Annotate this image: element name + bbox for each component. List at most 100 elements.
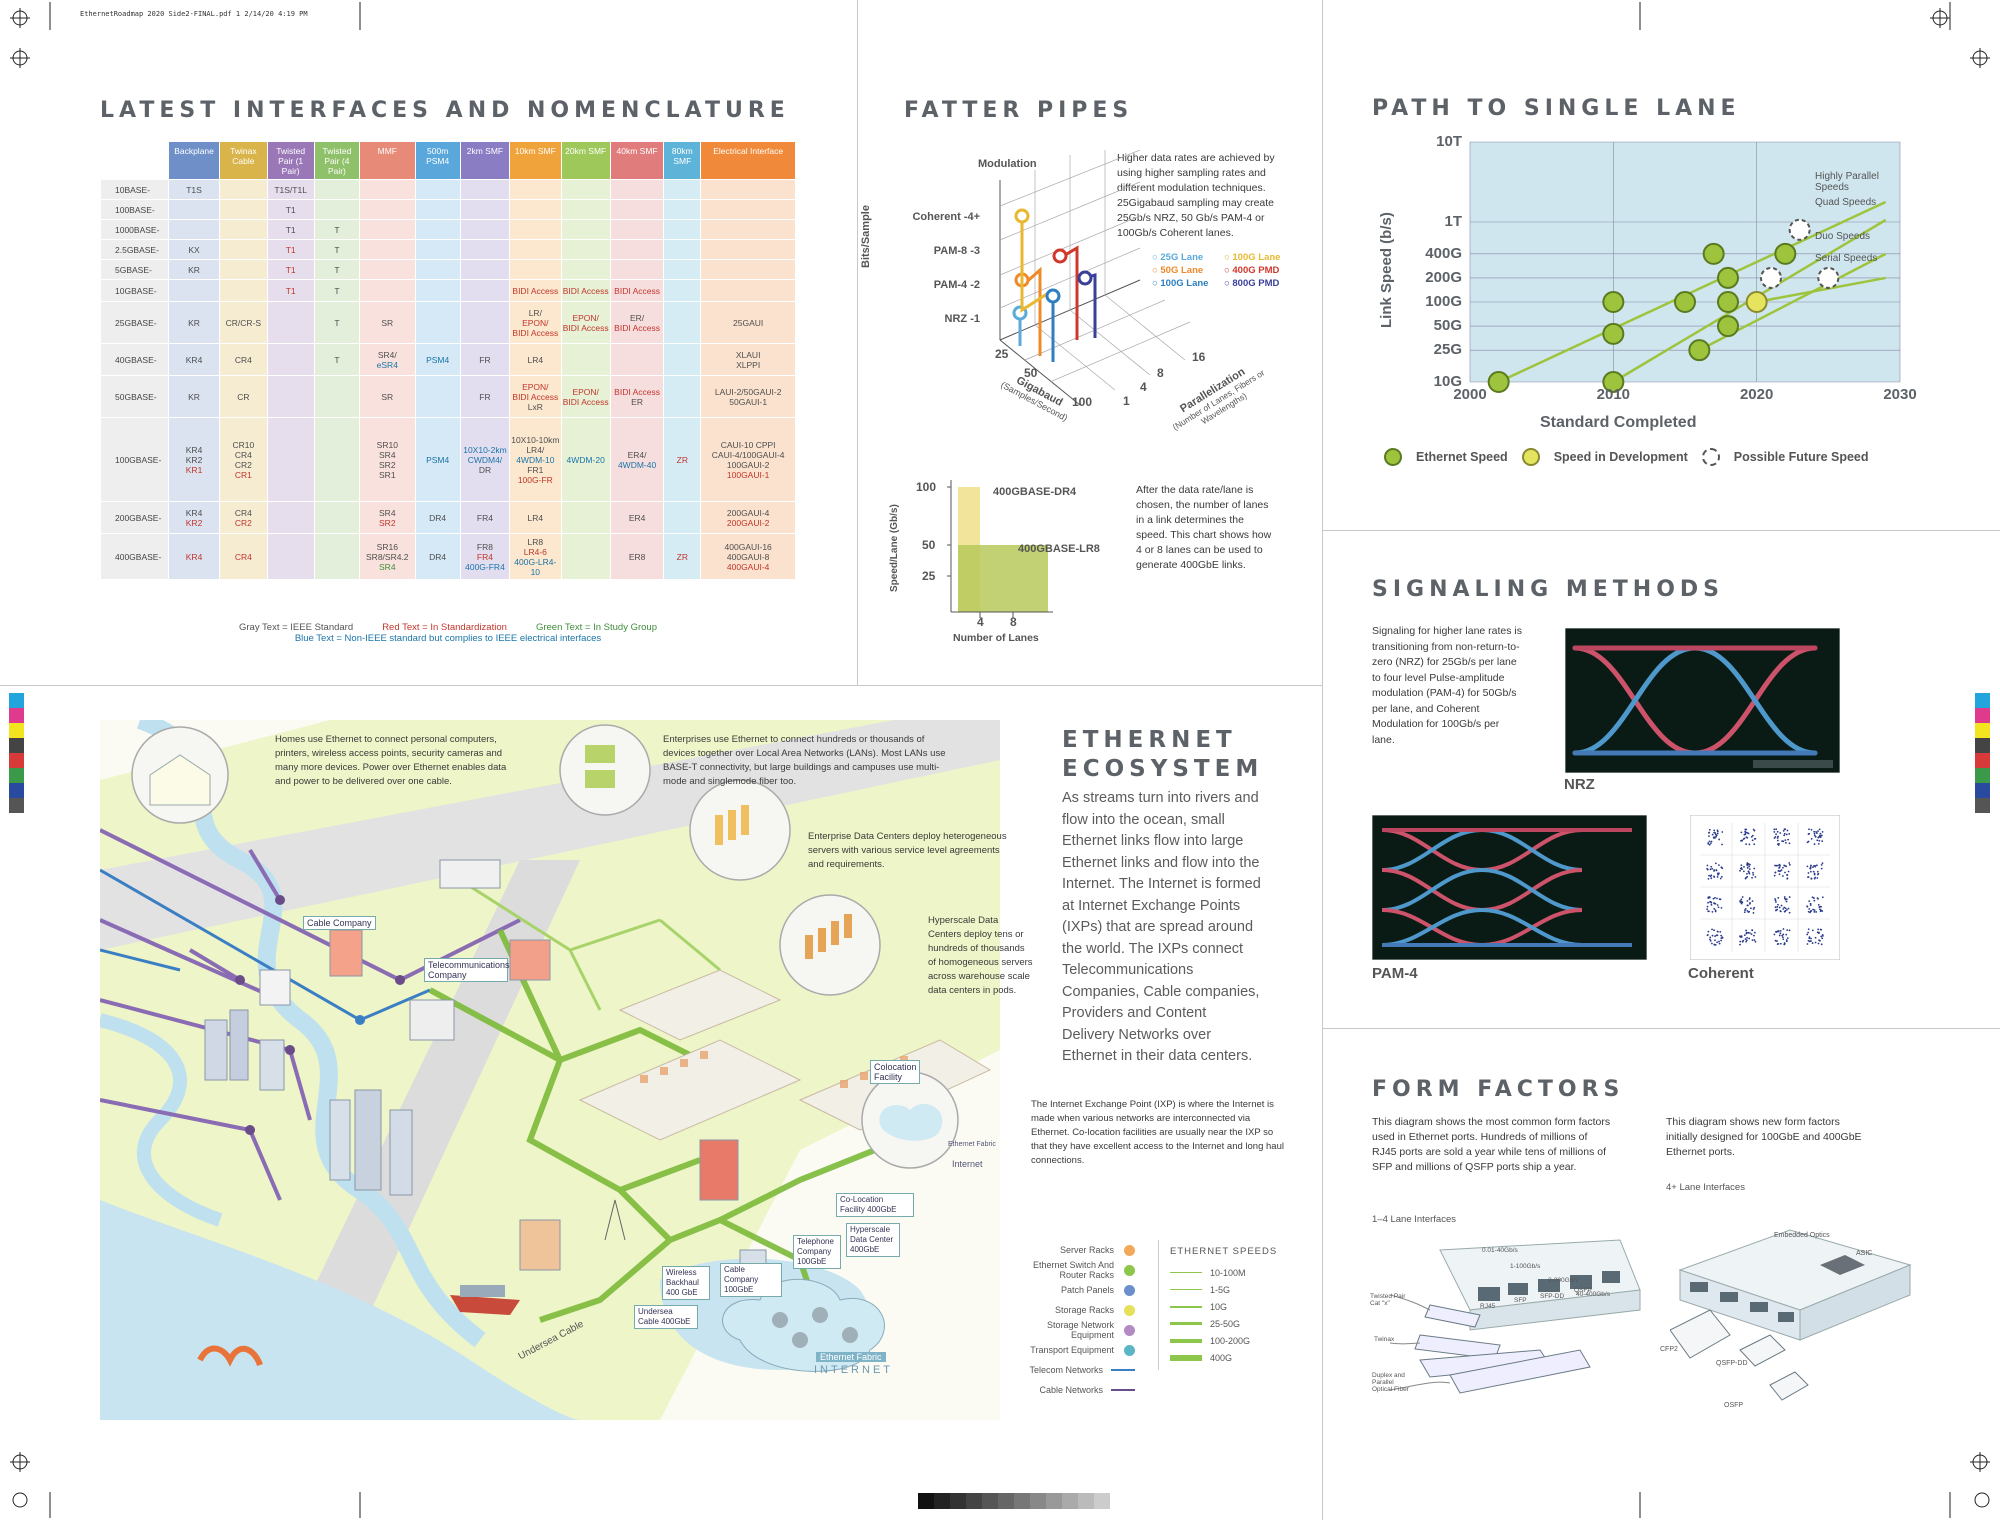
table-cell bbox=[509, 239, 562, 260]
constellation-dot bbox=[1816, 839, 1819, 842]
lane-legend-item: ○ 50G Lane bbox=[1152, 265, 1204, 276]
table-cell: BIDI Access bbox=[609, 279, 665, 302]
constellation-dot bbox=[1814, 936, 1817, 939]
constellation-dot bbox=[1818, 839, 1821, 842]
table-cell bbox=[313, 533, 361, 580]
constellation-dot bbox=[1781, 934, 1784, 937]
cell-value: SR bbox=[381, 391, 394, 402]
ethernet-speed-point bbox=[1717, 291, 1739, 313]
cell-value: CR4 bbox=[234, 507, 252, 518]
constellation-dot bbox=[1816, 870, 1819, 873]
constellation-dot bbox=[1713, 876, 1716, 878]
cell-value: BIDI Access bbox=[562, 285, 609, 296]
constellation-dot bbox=[1739, 940, 1742, 943]
modulation-3d-diagram bbox=[999, 150, 1191, 406]
cell-value: ZR bbox=[676, 551, 688, 562]
cell-value: 50GAUI-1 bbox=[729, 396, 768, 407]
column-header: Backplane bbox=[167, 141, 221, 180]
cell-value: KR4 bbox=[185, 444, 203, 455]
divider bbox=[1322, 0, 1323, 1520]
table-cell bbox=[560, 259, 611, 280]
constellation-dot bbox=[1709, 868, 1712, 871]
ff-label: QSFP-DD bbox=[1716, 1360, 1748, 1367]
cell-value: T1S bbox=[186, 184, 202, 195]
path-plot-area bbox=[1470, 142, 1900, 382]
table-cell: LR4 bbox=[509, 343, 562, 376]
constellation-dot bbox=[1706, 934, 1709, 937]
constellation-dot bbox=[1810, 877, 1813, 880]
constellation-dot bbox=[1775, 833, 1777, 836]
cell-value: SR4/ bbox=[377, 349, 397, 360]
cell-value: PSM4 bbox=[426, 454, 450, 465]
constellation-dot bbox=[1786, 937, 1789, 940]
cell-value: KR2 bbox=[185, 454, 203, 465]
constellation-dot bbox=[1811, 942, 1814, 944]
table-cell: T1S/T1L bbox=[266, 179, 315, 200]
constellation-dot bbox=[1708, 828, 1711, 831]
constellation-dot bbox=[1712, 836, 1715, 839]
table-cell bbox=[509, 259, 562, 280]
map-label-mini-ethernet-fabric: Ethernet Fabric bbox=[948, 1141, 996, 1148]
constellation-dot bbox=[1715, 834, 1718, 837]
constellation-dot bbox=[1814, 941, 1817, 944]
constellation-dot bbox=[1816, 864, 1818, 867]
constellation-dot bbox=[1706, 908, 1709, 911]
constellation-dot bbox=[1746, 863, 1749, 866]
constellation-dot bbox=[1786, 908, 1788, 911]
cell-value: 4WDM-40 bbox=[617, 459, 657, 470]
constellation-dot bbox=[1717, 906, 1720, 909]
constellation-dot bbox=[1720, 939, 1723, 942]
map-label-colo400: Co-Location Facility 400GbE bbox=[836, 1193, 914, 1217]
constellation-dot bbox=[1752, 873, 1755, 876]
table-cell: CR/CR-S bbox=[219, 301, 268, 344]
constellation-dot bbox=[1740, 898, 1743, 901]
speed-item: 1-5G bbox=[1170, 1281, 1250, 1298]
cell-value: ER4 bbox=[628, 512, 646, 523]
constellation-dot bbox=[1752, 912, 1755, 914]
path-chart bbox=[1469, 141, 1901, 393]
cell-value: BIDI Access bbox=[512, 327, 559, 338]
table-cell: EPON/BIDI Access bbox=[560, 375, 611, 418]
table-cell bbox=[359, 259, 416, 280]
table-cell bbox=[313, 417, 361, 502]
cell-value: LR4 bbox=[527, 354, 544, 365]
constellation-dot bbox=[1782, 875, 1784, 877]
constellation-dot bbox=[1747, 911, 1750, 913]
cell-value: SR16 bbox=[376, 541, 398, 552]
constellation-dot bbox=[1816, 897, 1819, 900]
constellation-dot bbox=[1719, 877, 1722, 880]
constellation-dot bbox=[1753, 867, 1756, 870]
legend-item-label: Patch Panels bbox=[1060, 1285, 1114, 1295]
legend-item: Server Racks bbox=[945, 1240, 1135, 1260]
constellation-dot bbox=[1813, 843, 1816, 845]
constellation-dot bbox=[1753, 906, 1756, 909]
constellation-dot bbox=[1775, 909, 1778, 911]
table-cell bbox=[560, 239, 611, 260]
cell-value: BIDI Access bbox=[562, 396, 609, 407]
cell-value: CR/CR-S bbox=[225, 317, 262, 328]
cell-value: PSM4 bbox=[426, 354, 450, 365]
row-header: 100BASE- bbox=[100, 199, 169, 220]
table-cell: FR4 bbox=[459, 501, 511, 534]
parallelization-tick: 8 bbox=[1157, 366, 1164, 380]
cell-value: SR4 bbox=[379, 561, 396, 572]
constellation-dot bbox=[1788, 929, 1791, 932]
table-cell bbox=[359, 199, 416, 220]
constellation-dot bbox=[1820, 834, 1823, 837]
constellation-dot bbox=[1743, 865, 1745, 868]
ethernet-speed-point bbox=[1602, 322, 1625, 345]
table-cell bbox=[414, 239, 461, 260]
constellation-dot bbox=[1718, 940, 1720, 943]
constellation-dot bbox=[1709, 939, 1712, 942]
bar-x-tick: 8 bbox=[1010, 615, 1017, 629]
cell-value: CR10 bbox=[232, 439, 255, 450]
table-cell bbox=[609, 239, 665, 260]
table-cell: KX bbox=[167, 239, 221, 260]
cell-value: DR4 bbox=[429, 512, 447, 523]
constellation-dot bbox=[1717, 873, 1720, 876]
ethernet-speed-point bbox=[1674, 291, 1696, 313]
constellation-dot bbox=[1741, 839, 1744, 842]
